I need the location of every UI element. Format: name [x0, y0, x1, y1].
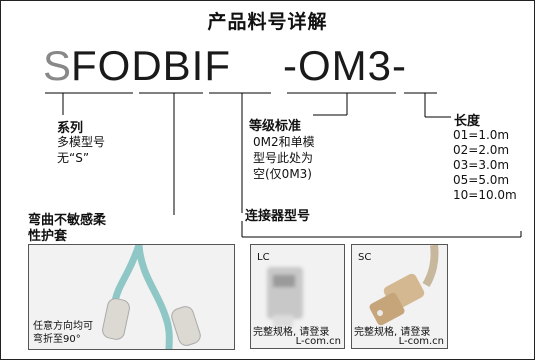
connector-caption-sc: 完整规格, 请登录: [354, 327, 431, 338]
connector-caption-lc: 完整规格, 请登录: [253, 327, 330, 338]
connector-heading: 连接器型号: [245, 209, 311, 224]
bend-caption-line-2: 弯折至90°: [33, 334, 81, 345]
connector-tag-sc: SC: [358, 252, 372, 263]
connector-tag-lc: LC: [257, 252, 270, 263]
connector-url-lc[interactable]: L-com.cn: [295, 336, 341, 347]
length-heading: 长度: [454, 114, 481, 129]
bend-caption-line-1: 任意方向均可: [33, 321, 93, 332]
series-line-1: 多模型号: [57, 135, 106, 149]
length-option-5: 10=10.0m: [453, 188, 517, 202]
series-heading: 系列: [57, 121, 84, 136]
page-title: 产品料号详解: [207, 11, 328, 33]
length-option-1: 01=1.0m: [453, 128, 510, 142]
connector-panel-sc: SC 完整规格, 请登录 L-com.cn: [351, 244, 448, 349]
length-option-3: 03=3.0m: [453, 158, 510, 172]
length-option-2: 02=2.0m: [453, 143, 510, 157]
bent-cable-illustration: [102, 245, 201, 349]
lc-connector-image: [267, 267, 303, 327]
grade-line-1: 0M2和单模: [253, 135, 315, 149]
sc-connector-image: [369, 245, 439, 326]
part-code-series-letter: S: [43, 42, 73, 89]
grade-line-2: 型号此处为: [253, 151, 314, 165]
connector-url-sc[interactable]: L-com.cn: [398, 336, 444, 347]
length-option-4: 05=5.0m: [453, 173, 510, 187]
part-code-main: FODBIF: [71, 42, 231, 89]
part-code-suffix: -OM3-: [283, 42, 407, 89]
series-line-2: 无“S”: [57, 151, 90, 165]
bend-photo: [28, 244, 235, 350]
bend-heading-line-2: 性护套: [28, 229, 68, 244]
bend-heading-line-1: 弯曲不敏感柔: [28, 213, 107, 228]
connector-panel-lc: LC 完整规格, 请登录 L-com.cn: [250, 244, 345, 349]
grade-line-3: 空(仅0M3): [253, 167, 312, 181]
grade-heading: 等级标准: [249, 119, 302, 134]
